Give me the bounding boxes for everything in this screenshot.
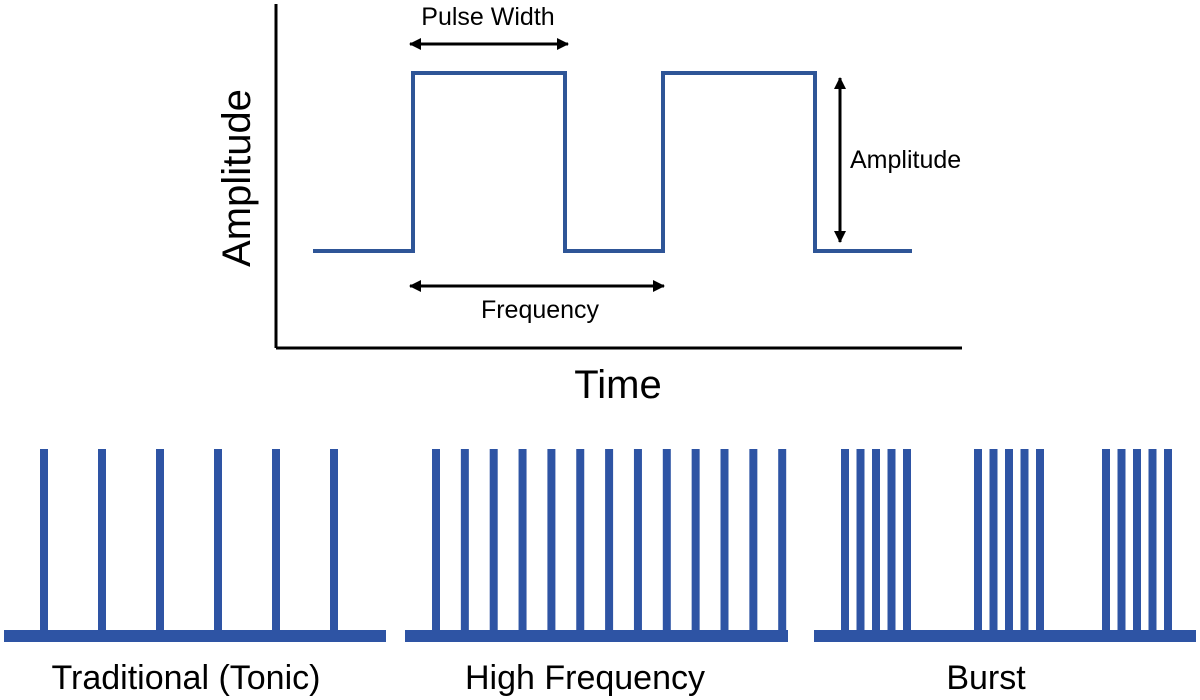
burst-pulse <box>974 449 982 632</box>
high-frequency-pulse <box>633 449 642 632</box>
panel-high-frequency: High Frequency <box>405 449 788 697</box>
high-frequency-pulse <box>662 449 671 632</box>
burst-pulse <box>841 449 849 632</box>
high-frequency-pulse <box>720 449 729 632</box>
tonic-pulse <box>330 449 338 632</box>
high-frequency-pulse <box>460 449 469 632</box>
burst-pulse <box>856 449 865 632</box>
high-frequency-pulse <box>432 449 440 632</box>
tonic-pulse <box>156 449 164 632</box>
amplitude-annotation-label: Amplitude <box>850 146 961 174</box>
burst-pulse <box>872 449 880 632</box>
burst-pulse <box>887 449 896 632</box>
high-frequency-pulse <box>605 449 614 632</box>
burst-pulse <box>1036 449 1044 632</box>
burst-pulse <box>1148 449 1157 632</box>
high-frequency-pulse <box>749 449 758 632</box>
panel-burst: Burst <box>814 449 1196 697</box>
tonic-label: Traditional (Tonic) <box>52 659 321 697</box>
x-axis-label: Time <box>574 363 661 407</box>
burst-pulse <box>1133 449 1141 632</box>
burst-pulse <box>1020 449 1029 632</box>
burst-pulse <box>989 449 998 632</box>
burst-pulse <box>903 449 911 632</box>
high-frequency-pulse <box>547 449 556 632</box>
high-frequency-pulse <box>489 449 498 632</box>
burst-pulse <box>1117 449 1126 632</box>
high-frequency-pulse <box>518 449 527 632</box>
burst-pulse <box>1102 449 1110 632</box>
burst-label: Burst <box>946 659 1026 697</box>
high-frequency-baseline <box>405 630 788 642</box>
high-frequency-pulse <box>691 449 700 632</box>
square-waveform <box>313 71 912 253</box>
tonic-pulse <box>40 449 48 632</box>
frequency-annotation: Frequency <box>409 280 665 324</box>
pulse-width-annotation: Pulse Width <box>409 3 569 50</box>
y-axis-label: Amplitude <box>215 89 259 267</box>
top-axes <box>274 4 962 350</box>
high-frequency-label: High Frequency <box>465 659 705 697</box>
high-frequency-pulse <box>576 449 585 632</box>
frequency-label: Frequency <box>481 296 600 324</box>
panel-tonic: Traditional (Tonic) <box>4 449 386 697</box>
burst-pulse <box>1164 449 1172 632</box>
burst-pulse <box>1005 449 1013 632</box>
tonic-pulse <box>272 449 280 632</box>
tonic-baseline <box>4 630 386 642</box>
burst-baseline <box>814 630 1196 642</box>
pulse-width-label: Pulse Width <box>421 3 554 31</box>
amplitude-annotation: Amplitude <box>834 77 961 243</box>
tonic-pulse <box>98 449 106 632</box>
tonic-pulse <box>214 449 222 632</box>
high-frequency-pulse <box>778 449 787 632</box>
